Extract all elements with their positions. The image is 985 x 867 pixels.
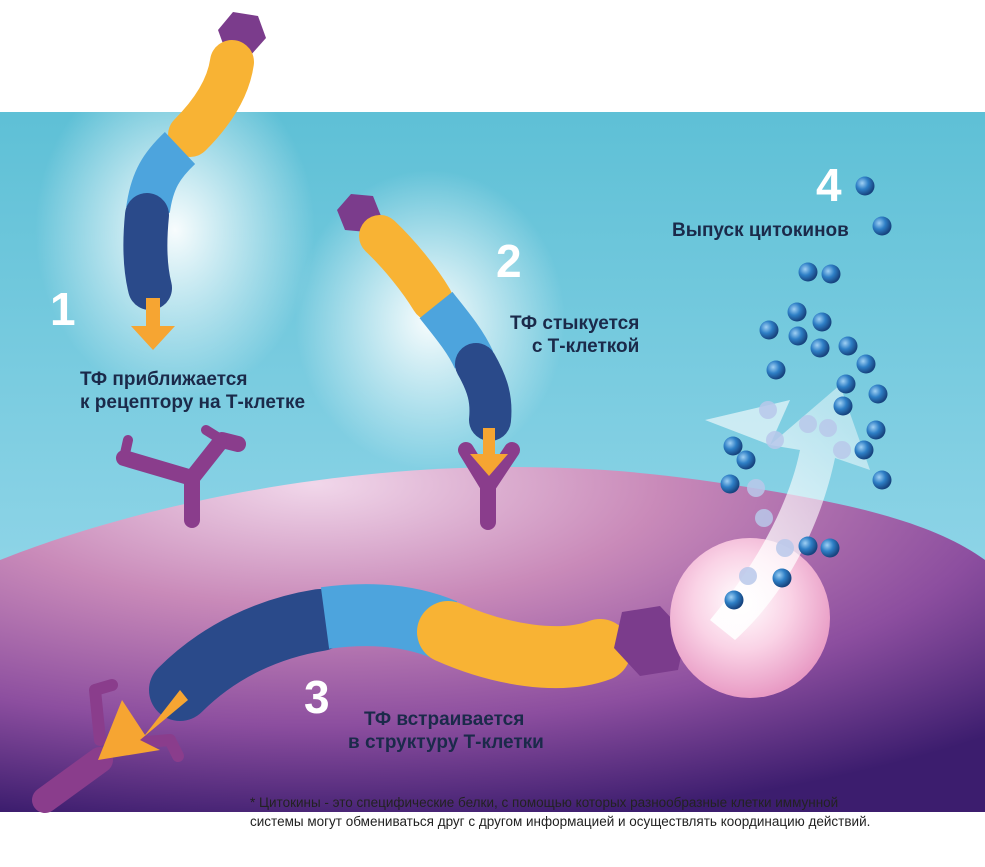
molecule-3 — [32, 584, 686, 813]
cytokine-dot-icon — [766, 360, 786, 380]
cytokine-dot-icon — [759, 401, 777, 419]
cytokine-dot-icon — [872, 216, 892, 236]
step-label-3: ТФ встраивается в структуру Т-клетки — [348, 709, 544, 753]
cytokine-dot-icon — [759, 320, 779, 340]
cytokine-dot-icon — [833, 441, 851, 459]
glow — [35, 60, 315, 400]
cytokine-dot-icon — [799, 415, 817, 433]
footnote: * Цитокины - это специфические белки, с … — [250, 795, 871, 829]
cytokine-dot-icon — [833, 396, 853, 416]
cytokine-dot-icon — [723, 436, 743, 456]
step-number-2: 2 — [496, 235, 522, 287]
arrow-down-icon — [131, 298, 175, 350]
cytokine-dot-icon — [747, 479, 765, 497]
arrow-down-icon — [470, 428, 508, 476]
cytokine-dot-icon — [868, 384, 888, 404]
receptor-icon — [116, 425, 246, 528]
cytokine-dot-icon — [855, 176, 875, 196]
hexagon-head-icon — [614, 606, 686, 676]
cytokine-dot-icon — [724, 590, 744, 610]
receptor-icon — [32, 747, 113, 813]
cytokine-dot-icon — [788, 326, 808, 346]
cytokine-dot-icon — [838, 336, 858, 356]
step-label-4: Выпуск цитокинов — [672, 220, 849, 241]
cytokine-dot-icon — [739, 567, 757, 585]
cytokine-dot-icon — [866, 420, 886, 440]
cytokine-dot-icon — [821, 264, 841, 284]
cytokine-dot-icon — [720, 474, 740, 494]
step-number-4: 4 — [816, 159, 842, 211]
cytokine-dot-icon — [736, 450, 756, 470]
cytokines-cloud — [720, 176, 892, 610]
cytokine-dot-icon — [798, 262, 818, 282]
cytokine-dot-icon — [819, 419, 837, 437]
cytokine-dot-icon — [836, 374, 856, 394]
receptor-icon — [458, 442, 520, 530]
cytokine-dot-icon — [810, 338, 830, 358]
molecule-2 — [337, 194, 520, 530]
cytokine-dot-icon — [772, 568, 792, 588]
cytokine-dot-icon — [856, 354, 876, 374]
step-number-1: 1 — [50, 283, 76, 335]
cytokine-dot-icon — [776, 539, 794, 557]
step-number-3: 3 — [304, 671, 330, 723]
cytokine-dot-icon — [787, 302, 807, 322]
cytokine-dot-icon — [766, 431, 784, 449]
step-label-2: ТФ стыкуется с Т-клеткой — [510, 313, 640, 357]
cytokine-dot-icon — [798, 536, 818, 556]
cytokine-dot-icon — [755, 509, 773, 527]
cytokine-dot-icon — [820, 538, 840, 558]
cytokine-dot-icon — [872, 470, 892, 490]
cytokine-dot-icon — [812, 312, 832, 332]
arrow-down-icon — [98, 690, 188, 760]
cytokine-dot-icon — [854, 440, 874, 460]
step-label-1: ТФ приближается к рецептору на Т-клетке — [80, 369, 306, 413]
molecule-1 — [123, 12, 266, 350]
